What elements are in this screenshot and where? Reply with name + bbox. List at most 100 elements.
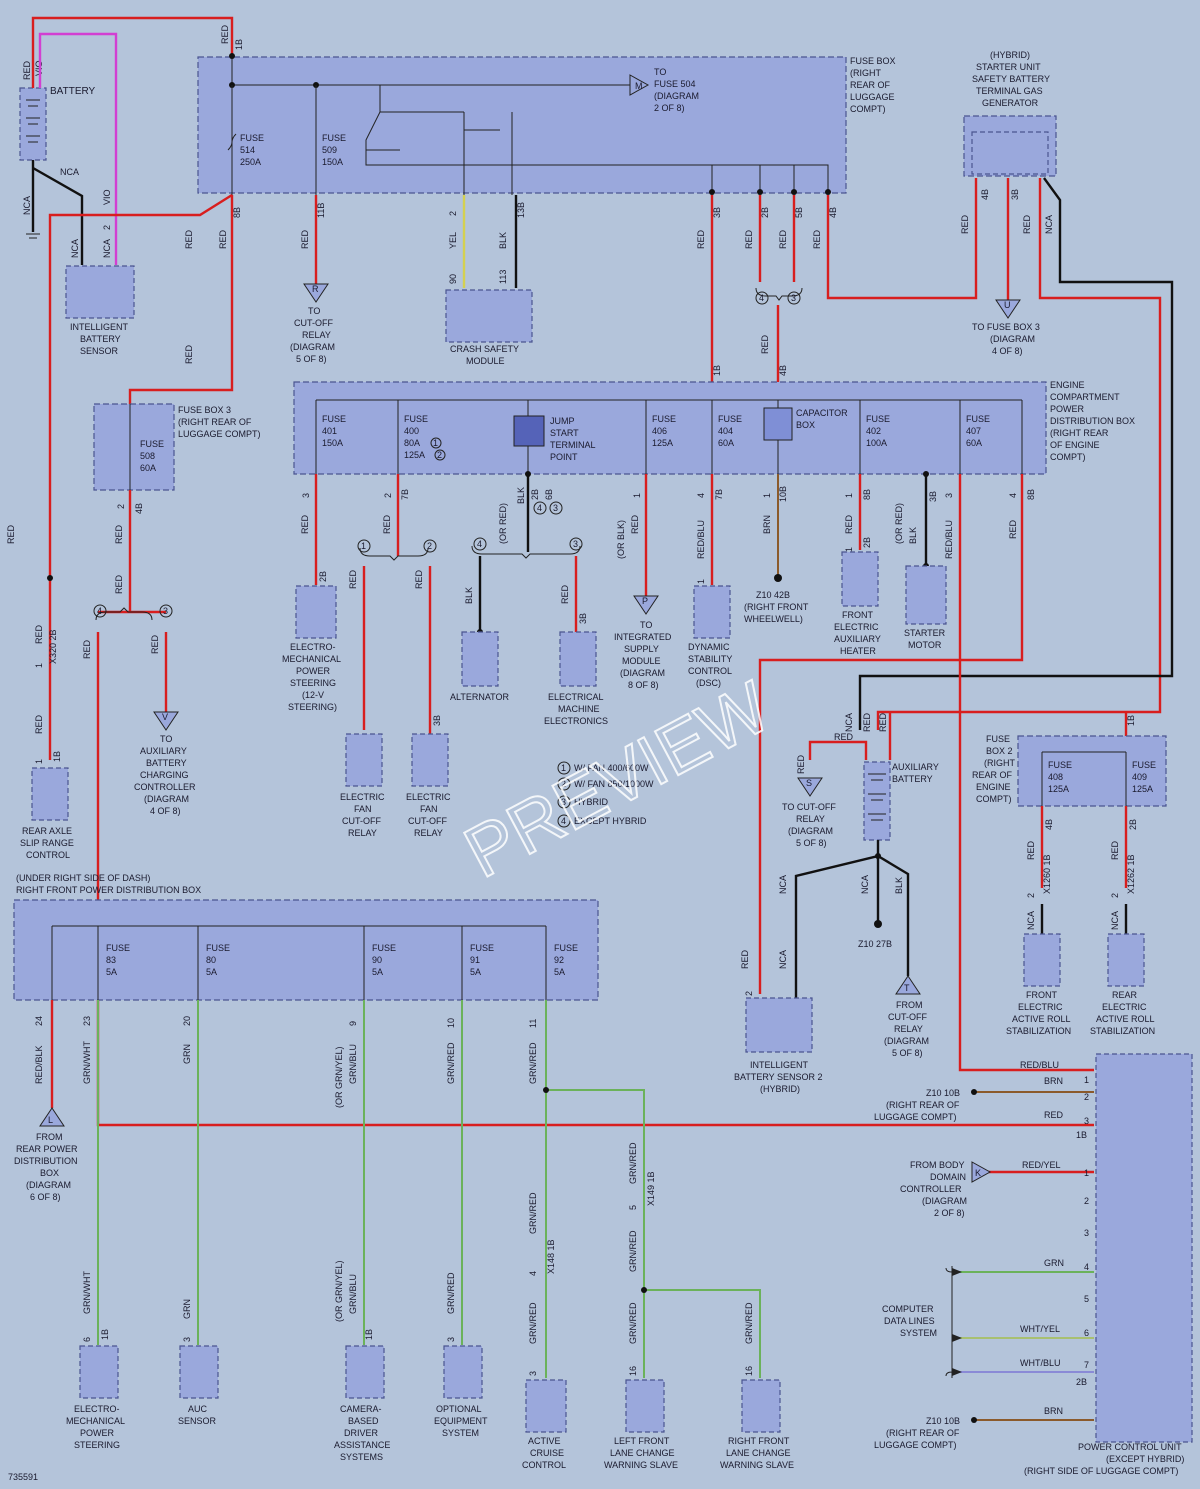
svg-text:3B: 3B	[712, 207, 722, 218]
svg-text:U: U	[1004, 300, 1011, 310]
svg-text:HYBRID: HYBRID	[574, 797, 609, 807]
svg-text:RED: RED	[1008, 519, 1018, 539]
svg-text:3: 3	[163, 606, 168, 616]
svg-text:GRN/RED: GRN/RED	[628, 1302, 638, 1344]
svg-text:1: 1	[632, 493, 642, 498]
svg-text:10: 10	[446, 1018, 456, 1028]
svg-text:RED: RED	[82, 639, 92, 659]
active-cruise-control	[525, 1379, 567, 1433]
svg-text:23: 23	[82, 1016, 92, 1026]
intelligent-battery-sensor	[65, 265, 135, 319]
svg-text:R: R	[312, 284, 319, 294]
wire-red-hybrid-starter	[826, 178, 978, 300]
svg-text:NCA: NCA	[778, 875, 788, 894]
svg-text:BRN: BRN	[1044, 1076, 1063, 1086]
svg-text:GRN: GRN	[182, 1299, 192, 1319]
svg-text:NCA: NCA	[102, 239, 112, 258]
svg-text:RED: RED	[382, 514, 392, 534]
svg-text:BLK: BLK	[516, 487, 526, 504]
svg-text:24: 24	[34, 1016, 44, 1026]
svg-text:6: 6	[82, 1337, 92, 1342]
svg-text:RED: RED	[796, 754, 806, 774]
svg-text:(OR RED): (OR RED)	[498, 503, 508, 544]
svg-text:GRN/RED: GRN/RED	[528, 1042, 538, 1084]
electric-fan-relay-1	[345, 733, 383, 787]
svg-text:(OR GRN/YEL): (OR GRN/YEL)	[334, 1046, 344, 1108]
svg-text:2: 2	[437, 450, 442, 460]
svg-text:WHT/YEL: WHT/YEL	[1020, 1324, 1060, 1334]
svg-text:2: 2	[116, 504, 126, 509]
svg-text:2: 2	[427, 541, 432, 551]
battery-label: BATTERY	[50, 86, 96, 97]
svg-text:RED: RED	[630, 514, 640, 534]
svg-text:NCA: NCA	[22, 196, 32, 215]
svg-text:NCA: NCA	[1044, 215, 1054, 234]
svg-text:4B: 4B	[1044, 819, 1054, 830]
wire-blk-aux-battery-out	[794, 840, 910, 998]
svg-text:3: 3	[553, 503, 558, 513]
svg-text:90: 90	[448, 274, 458, 284]
jump-start-terminal	[513, 415, 545, 447]
svg-text:X148 1B: X148 1B	[546, 1239, 556, 1274]
crash-safety-module	[445, 289, 533, 343]
svg-text:16: 16	[744, 1366, 754, 1376]
svg-text:NCA: NCA	[860, 875, 870, 894]
svg-text:WHT/BLU: WHT/BLU	[1020, 1358, 1061, 1368]
svg-text:3: 3	[561, 797, 566, 807]
svg-text:3: 3	[944, 493, 954, 498]
svg-text:7B: 7B	[400, 489, 410, 500]
svg-text:RED: RED	[414, 569, 424, 589]
svg-text:RED: RED	[740, 949, 750, 969]
svg-text:RED: RED	[760, 334, 770, 354]
svg-text:2: 2	[561, 779, 566, 789]
svg-text:T: T	[904, 983, 910, 993]
wire-grn-red-acc	[545, 1000, 761, 1378]
svg-text:2B: 2B	[530, 489, 540, 500]
right-front-power-distribution-box	[13, 899, 599, 1001]
svg-text:4B: 4B	[828, 207, 838, 218]
svg-text:4: 4	[561, 816, 566, 826]
svg-text:13B: 13B	[516, 202, 526, 218]
wire-battery-vio	[38, 32, 118, 215]
svg-text:11B: 11B	[316, 203, 326, 218]
svg-text:1: 1	[1084, 1075, 1089, 1085]
svg-text:GRN/RED: GRN/RED	[528, 1302, 538, 1344]
svg-text:GRN/RED: GRN/RED	[744, 1302, 754, 1344]
svg-text:BRN: BRN	[1044, 1406, 1063, 1416]
rear-fuse-box	[197, 56, 847, 194]
wire-blk-alternator	[478, 474, 530, 632]
svg-text:1: 1	[34, 663, 44, 668]
dynamic-stability-control	[693, 585, 731, 639]
fuse-box-3	[93, 403, 175, 491]
svg-text:W/ FAN 400/600W: W/ FAN 400/600W	[574, 763, 649, 773]
svg-text:X149 1B: X149 1B	[646, 1171, 656, 1206]
wire-nca-aux-battery	[858, 177, 1174, 730]
svg-text:NCA: NCA	[1110, 911, 1120, 930]
rear-electric-active-roll-stabilization	[1107, 933, 1145, 987]
svg-text:1B: 1B	[712, 365, 722, 376]
